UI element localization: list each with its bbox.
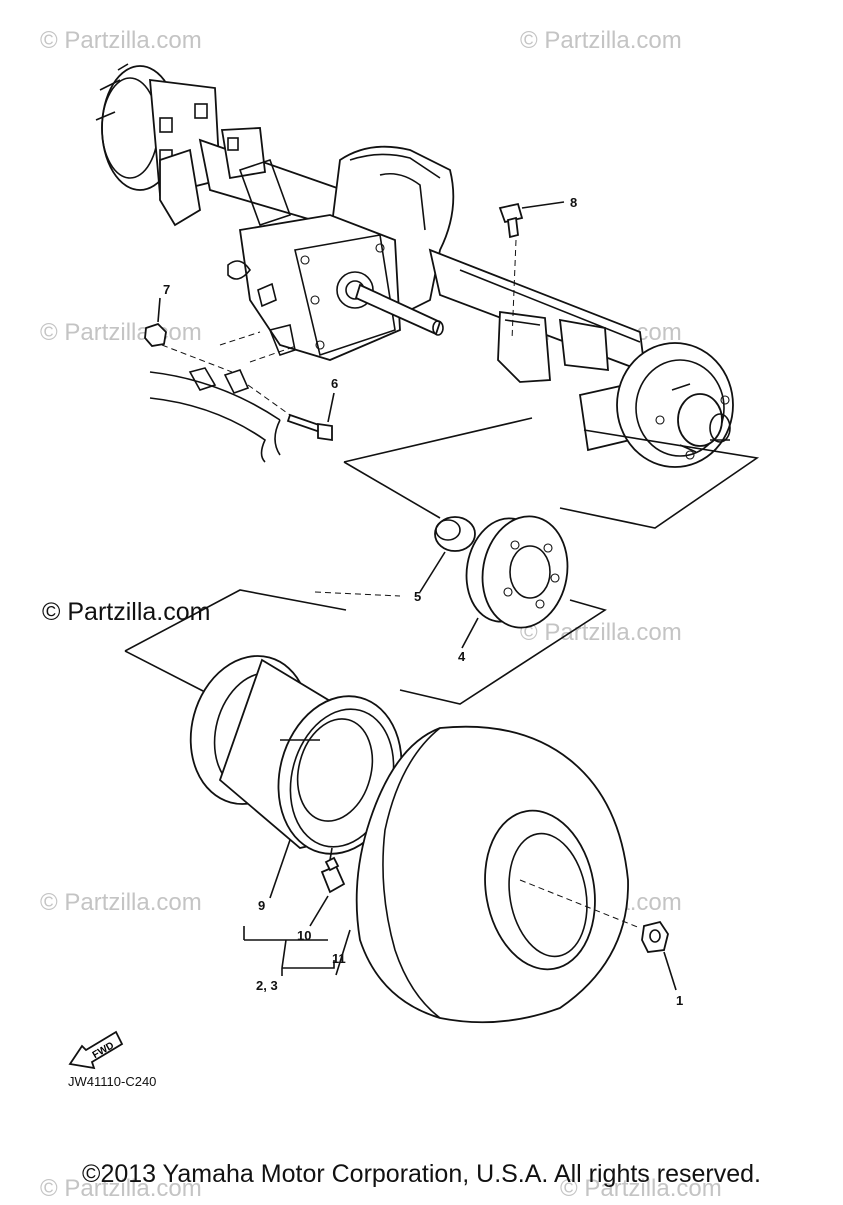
part-8-bolt [498,201,565,341]
callout-7: 7 [163,282,170,297]
fwd-arrow: FWD [68,1030,124,1070]
callouts: 1 2, 3 4 5 6 7 8 9 10 11 [163,195,683,1008]
part-7-nut [144,297,233,373]
fwd-label: FWD [91,1040,116,1061]
watermark: © Partzilla.com [520,27,682,54]
watermark: © Partzilla.com [40,27,202,54]
part-5-cap [314,516,476,597]
part-6-bolt [247,384,335,442]
gearbox [238,214,401,361]
part-10-valve [244,847,346,969]
watermark: © Partzilla.com [40,1175,202,1200]
copyright-footer: ©2013 Yamaha Motor Corporation, U.S.A. A… [82,1160,761,1188]
callout-11: 11 [332,951,346,966]
callout-8: 8 [570,195,577,210]
part-9-rim [189,655,403,899]
part-4-hub [461,515,569,649]
callout-6: 6 [331,376,338,391]
part-1-nut [641,920,677,991]
watermark: © Partzilla.com [560,1175,722,1200]
callout-4: 4 [458,649,466,664]
diagram-id: JW41110-C240 [68,1074,157,1089]
callout-2-3: 2, 3 [256,978,278,993]
rear-axle-assembly [95,63,734,468]
partzilla-watermark: © Partzilla.com [42,598,211,626]
assembly-lines [219,331,297,363]
part-11-tire [335,725,641,1024]
watermarks: © Partzilla.com © Partzilla.com © Partzi… [40,27,722,1202]
callout-1: 1 [676,993,683,1008]
watermark: © Partzilla.com [520,619,682,646]
watermark: © Partzilla.com [40,889,202,916]
callout-5: 5 [414,589,421,604]
frame-fragment [149,367,281,463]
watermark: © Partzilla.com [40,319,202,346]
bracket-lines [243,926,335,976]
reference-planes [124,417,760,705]
callout-10: 10 [297,928,311,943]
callout-9: 9 [258,898,265,913]
